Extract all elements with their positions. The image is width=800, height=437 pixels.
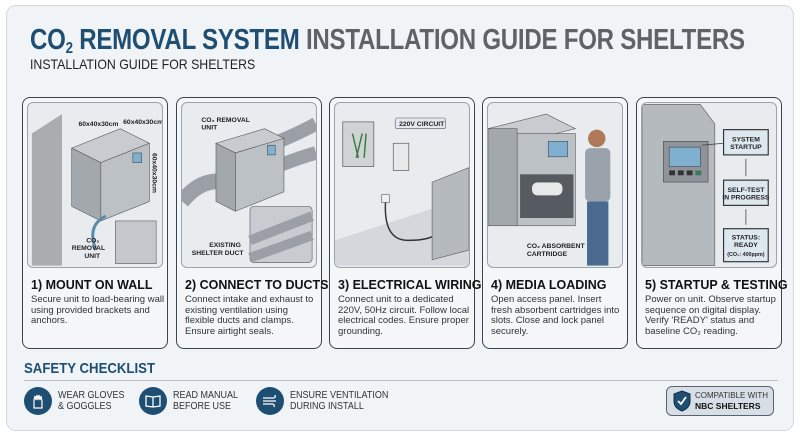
page-title: CO2 REMOVAL SYSTEM INSTALLATION GUIDE FO… (30, 24, 745, 58)
unit-label: UNIT (201, 125, 218, 132)
unit-label: REMOVAL (72, 245, 105, 252)
cartridge-label: CARTRIDGE (527, 251, 568, 258)
junction-box (342, 121, 375, 167)
ducts-illustration: CO₂ REMOVAL UNIT EXISTING SHELTER DUCT (181, 102, 317, 268)
unit-label: UNIT (84, 253, 101, 260)
step-description: Open access panel. Insert fresh absorben… (491, 294, 620, 337)
status-text: READY (734, 242, 758, 249)
status-text: SYSTEM (732, 136, 760, 143)
mount-illustration: 60x40x30cm 60x40x30cm 60x40x30cm CO₂ REM… (27, 102, 163, 268)
cartridge (531, 181, 564, 196)
step-card-media: CO₂ ABSORBENT CARTRIDGE 4) MEDIA LOADING… (482, 97, 628, 349)
display (547, 141, 568, 158)
step-description: Connect intake and exhaust to existing v… (185, 294, 314, 337)
title-main: REMOVAL SYSTEM (72, 24, 300, 56)
duct-label: SHELTER DUCT (192, 250, 245, 257)
display (668, 146, 701, 167)
unit-label: CO₂ (86, 237, 99, 244)
step-card-mount: 60x40x30cm 60x40x30cm 60x40x30cm CO₂ REM… (22, 97, 168, 349)
book-icon (139, 387, 167, 415)
wall (31, 114, 62, 266)
divider (24, 380, 778, 381)
status-text: IN PROGRESS (722, 195, 770, 202)
step-description: Power on unit. Observe startup sequence … (645, 294, 776, 337)
step-title: 1) MOUNT ON WALL (31, 278, 153, 292)
status-text: SELF-TEST (727, 187, 765, 194)
step-card-ducts: CO₂ REMOVAL UNIT EXISTING SHELTER DUCT 2… (176, 97, 329, 349)
unit-front (235, 137, 285, 212)
step-title: 3) ELECTRICAL WIRING (338, 278, 482, 292)
cartridge-label: CO₂ ABSORBENT (527, 243, 586, 250)
step-title: 4) MEDIA LOADING (491, 278, 607, 292)
dimension-label: 60x40x30cm (123, 119, 162, 126)
title-co: CO (30, 24, 66, 56)
step-description: Connect unit to a dedicated 220V, 50Hz c… (338, 294, 470, 337)
step-title: 5) STARTUP & TESTING (645, 278, 788, 292)
startup-illustration: SYSTEM STARTUP SELF-TEST IN PROGRESS STA… (641, 102, 777, 268)
outlet (381, 194, 390, 203)
status-text: STATUS: (732, 234, 760, 241)
safety-item-gloves: WEAR GLOVES& GOGGLES (24, 387, 132, 415)
safety-checklist-title: SAFETY CHECKLIST (24, 360, 156, 377)
dimension-label: 60x40x30cm (150, 153, 157, 193)
title-secondary: INSTALLATION GUIDE FOR SHELTERS (299, 24, 745, 56)
unit-label: CO₂ REMOVAL (201, 117, 249, 124)
circuit-label: 220V CIRCUIT (399, 121, 445, 128)
step-title: 2) CONNECT TO DUCTS (185, 278, 329, 292)
shield-check-icon (673, 390, 691, 412)
duct-label: EXISTING (209, 242, 241, 249)
ventilation-icon (256, 387, 284, 415)
dimension-label: 60x40x30cm (78, 121, 118, 128)
step-description: Secure unit to load-bearing wall using p… (31, 294, 165, 326)
status-text: STARTUP (730, 144, 762, 151)
technician (588, 129, 606, 148)
safety-item-text: WEAR GLOVES& GOGGLES (58, 390, 125, 412)
circuit-breaker (392, 142, 410, 171)
gloves-icon (24, 387, 52, 415)
step-card-wiring: 220V CIRCUIT 3) ELECTRICAL WIRING Connec… (329, 97, 482, 349)
status-text: (CO₂: 400ppm) (727, 252, 765, 258)
step-card-startup: SYSTEM STARTUP SELF-TEST IN PROGRESS STA… (636, 97, 788, 349)
bracket-inset (115, 220, 157, 264)
media-illustration: CO₂ ABSORBENT CARTRIDGE (487, 102, 623, 268)
status-flow: SYSTEM STARTUP SELF-TEST IN PROGRESS STA… (702, 129, 770, 263)
wiring-illustration: 220V CIRCUIT (334, 102, 470, 268)
page-subtitle: INSTALLATION GUIDE FOR SHELTERS (30, 56, 256, 72)
title-subscript: 2 (65, 40, 73, 57)
